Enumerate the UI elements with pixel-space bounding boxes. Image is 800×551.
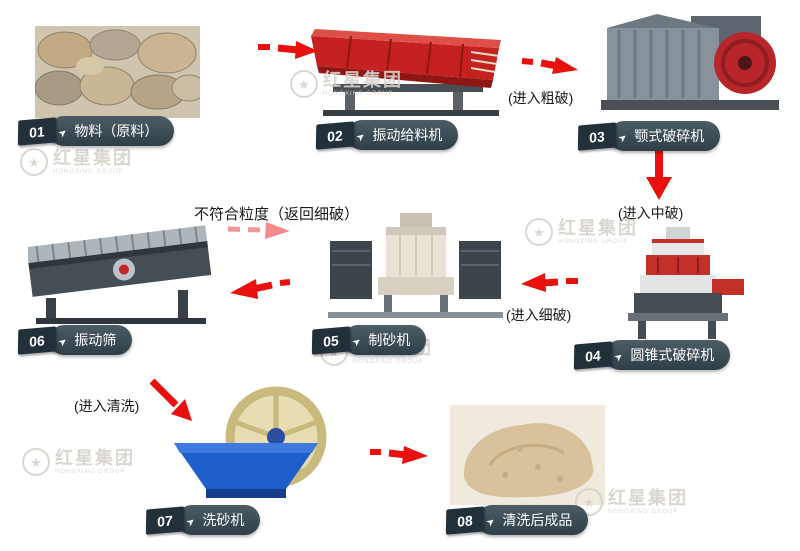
- step-label-text: 振动筛: [74, 332, 117, 348]
- raw-material-photo: [35, 26, 200, 118]
- finished-sand-photo: [450, 405, 605, 505]
- vibrating-screen-image: [28, 220, 213, 325]
- watermark-name: 红星集团: [53, 148, 133, 168]
- step-number-badge: 04: [573, 340, 613, 370]
- watermark-name: 红星集团: [55, 448, 135, 468]
- annotation-return-fine: 不符合粒度（返回细破）: [194, 206, 360, 223]
- step-label-text: 振动给料机: [372, 127, 443, 143]
- step-number-badge: 02: [315, 120, 355, 150]
- pointer-icon: [59, 123, 67, 139]
- watermark-subtitle: HONGXING GROUP: [55, 469, 126, 475]
- step-08: 08 清洗后成品: [445, 505, 589, 535]
- step-04: 04 圆锥式破碎机: [573, 340, 731, 370]
- step-pill: 圆锥式破碎机: [605, 340, 731, 370]
- pointer-icon: [615, 347, 623, 363]
- step-number-badge: 08: [445, 505, 485, 535]
- cone-crusher-image: [608, 225, 748, 345]
- step-pill: 制砂机: [343, 325, 427, 355]
- watermark-star-icon: ★: [525, 218, 553, 246]
- step-label-text: 洗砂机: [202, 512, 245, 528]
- pointer-icon: [357, 127, 365, 143]
- step-number-badge: 05: [311, 325, 351, 355]
- annotation-to-coarse: (进入粗破): [508, 90, 574, 106]
- jaw-crusher-image: [595, 8, 785, 118]
- watermark-subtitle: HONGXING GROUP: [53, 169, 124, 175]
- step-pill: 洗砂机: [177, 505, 261, 535]
- annotation-to-medium: (进入中破): [618, 205, 684, 221]
- step-number-badge: 07: [145, 505, 185, 535]
- step-pill: 清洗后成品: [477, 505, 589, 535]
- step-pill: 物料（原料）: [49, 116, 175, 146]
- step-pill: 颚式破碎机: [609, 121, 721, 151]
- step-number-badge: 03: [577, 121, 617, 151]
- step-label-text: 圆锥式破碎机: [630, 347, 715, 363]
- pointer-icon: [619, 128, 627, 144]
- pointer-icon: [187, 512, 195, 528]
- step-label-text: 颚式破碎机: [634, 128, 705, 144]
- step-number-badge: 06: [17, 325, 57, 355]
- step-03: 03 颚式破碎机: [577, 121, 721, 151]
- step-label-text: 清洗后成品: [502, 512, 573, 528]
- step-pill: 振动给料机: [347, 120, 459, 150]
- sand-washer-image: [168, 385, 348, 505]
- pointer-icon: [487, 512, 495, 528]
- watermark-star-icon: ★: [22, 448, 50, 476]
- step-label-text: 制砂机: [368, 332, 411, 348]
- step-label-text: 物料（原料）: [74, 123, 159, 139]
- step-pill: 振动筛: [49, 325, 133, 355]
- step-06: 06 振动筛: [17, 325, 133, 355]
- watermark-subtitle: HONGXING GROUP: [608, 509, 679, 515]
- watermark-star-icon: ★: [20, 148, 48, 176]
- annotation-to-wash: (进入清洗): [74, 398, 140, 414]
- annotation-to-fine: (进入细破): [506, 307, 572, 323]
- step-number-badge: 01: [17, 116, 57, 146]
- watermark-name: 红星集团: [608, 488, 688, 508]
- pointer-icon: [353, 332, 361, 348]
- sand-maker-image: [328, 213, 503, 318]
- vibrating-feeder-image: [303, 22, 513, 117]
- step-01: 01 物料（原料）: [17, 116, 175, 146]
- step-02: 02 振动给料机: [315, 120, 459, 150]
- step-05: 05 制砂机: [311, 325, 427, 355]
- pointer-icon: [59, 332, 67, 348]
- watermark-subtitle: HONGXING GROUP: [353, 359, 424, 365]
- step-07: 07 洗砂机: [145, 505, 261, 535]
